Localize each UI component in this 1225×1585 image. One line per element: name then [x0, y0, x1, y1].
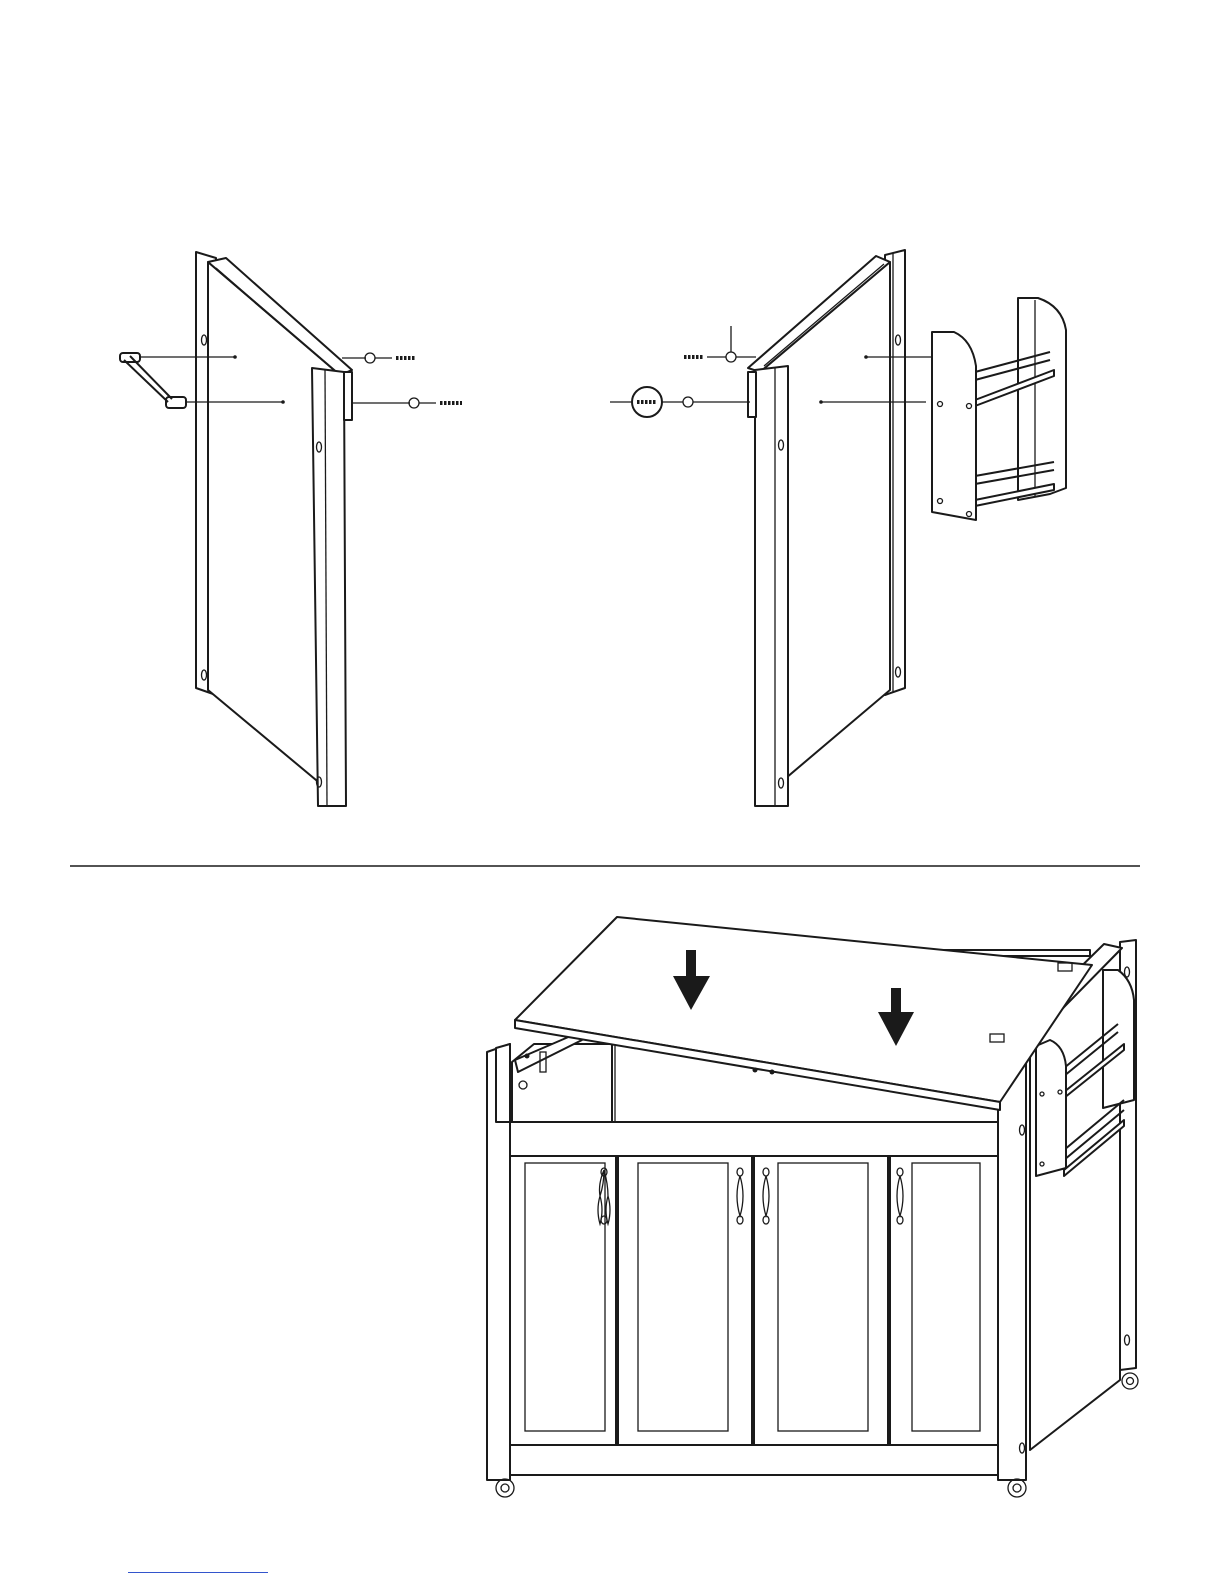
footer-link-rule — [128, 1572, 268, 1573]
left-side-panel — [196, 252, 352, 806]
right-side-panel — [748, 250, 905, 806]
step-2-illustration — [487, 917, 1138, 1497]
spice-rack — [932, 298, 1066, 520]
screw-set-left — [342, 353, 462, 408]
step-1-illustration — [120, 250, 1066, 806]
